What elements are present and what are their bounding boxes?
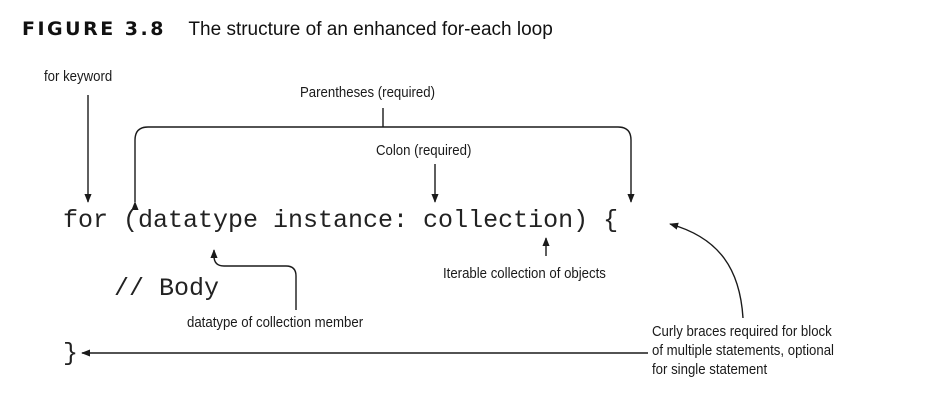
figure-label: FIGURE 3.8 [22, 18, 166, 40]
opening-brace-arrow [669, 222, 744, 319]
parentheses-bracket [131, 126, 635, 211]
code-line-closing-brace: } [63, 339, 79, 368]
colon-label: Colon (required) [376, 142, 472, 159]
code-line-body-comment: // Body [114, 274, 220, 303]
datatype-arrow [210, 249, 297, 310]
figure-title: The structure of an enhanced for-each lo… [188, 19, 553, 40]
iterable-label: Iterable collection of objects [443, 265, 606, 282]
curly-braces-note-line: Curly braces required for block [652, 323, 832, 340]
parentheses-label: Parentheses (required) [300, 84, 436, 101]
curly-braces-note-line: of multiple statements, optional [652, 342, 834, 359]
curly-braces-note-line: for single statement [652, 361, 768, 378]
figure-caption: FIGURE 3.8 The structure of an enhanced … [22, 18, 553, 44]
curly-braces-note: Curly braces required for block of multi… [652, 322, 834, 379]
for-keyword-label: for keyword [44, 68, 113, 85]
datatype-label: datatype of collection member [187, 314, 364, 331]
code-line-loop-header: for (datatype instance: collection) { [63, 206, 619, 235]
